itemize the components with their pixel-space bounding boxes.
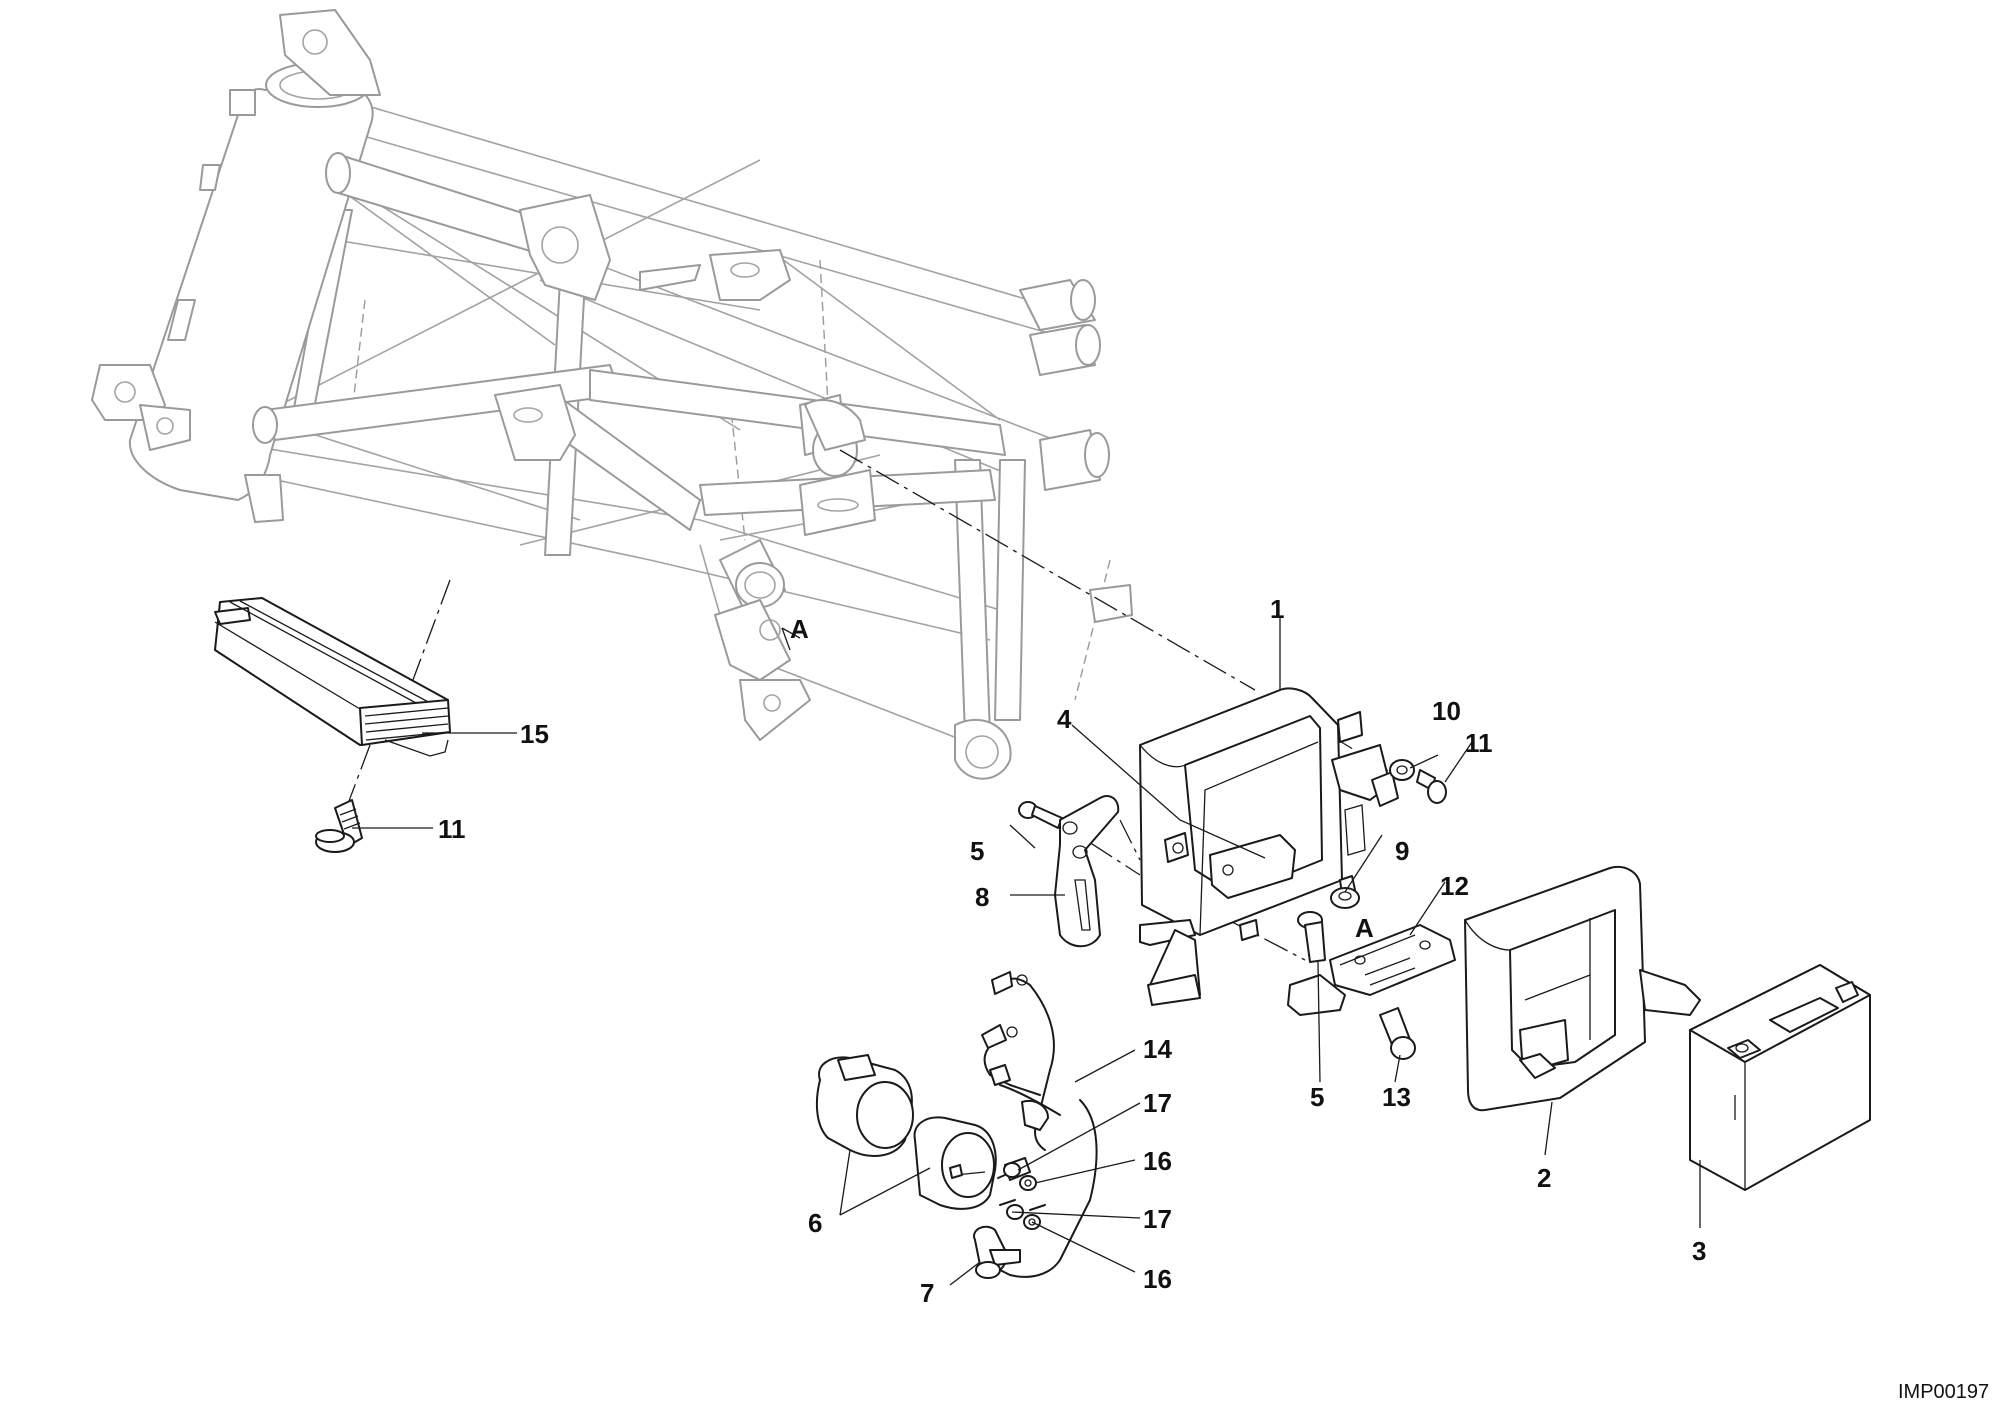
callout-17: 17 xyxy=(1143,1088,1172,1118)
motorcycle-frame xyxy=(91,9,1133,780)
voltage-regulator xyxy=(214,597,451,757)
callout-16: 16 xyxy=(1143,1146,1172,1176)
callout-9: 9 xyxy=(1395,836,1409,866)
tray-bracket xyxy=(1209,834,1296,899)
washer-right xyxy=(1389,759,1415,781)
terminal-boot xyxy=(973,1225,1021,1279)
callout-1: 1 xyxy=(1270,594,1284,624)
callout-2: 2 xyxy=(1537,1163,1551,1193)
wiring-harness xyxy=(981,971,1098,1278)
callout-11: 11 xyxy=(438,814,466,844)
callout-4: 4 xyxy=(1057,704,1072,734)
callout-12: 12 xyxy=(1440,871,1469,901)
callout-6: 6 xyxy=(808,1208,822,1238)
callout-14: 14 xyxy=(1143,1034,1172,1064)
bolt-right xyxy=(1416,769,1447,804)
callout-5: 5 xyxy=(1310,1082,1324,1112)
bolt-left xyxy=(315,799,363,853)
drawing-code: IMP00197 xyxy=(1898,1381,1989,1403)
terminal-nuts-washers xyxy=(1003,1162,1041,1230)
callout-3: 3 xyxy=(1692,1236,1706,1266)
starter-relay xyxy=(913,1116,997,1210)
callout-16: 16 xyxy=(1143,1264,1172,1294)
callout-7: 7 xyxy=(920,1278,934,1308)
callout-11: 11 xyxy=(1465,728,1493,758)
relay-bracket xyxy=(1287,924,1456,1016)
mounting-bracket xyxy=(1054,794,1120,948)
screw xyxy=(1379,1007,1416,1060)
bolt-upper xyxy=(1018,801,1063,829)
callout-8: 8 xyxy=(975,882,989,912)
callout-10: 10 xyxy=(1432,696,1461,726)
nut: A xyxy=(1330,887,1374,943)
callout-15: 15 xyxy=(520,719,549,749)
bolt-lower xyxy=(1297,911,1326,963)
callout-5: 5 xyxy=(970,836,984,866)
callout-17: 17 xyxy=(1143,1204,1172,1234)
section-marker-a: A xyxy=(790,614,809,644)
leader-lines xyxy=(352,618,1701,1286)
callout-labels: 1 2 3 4 5 5 6 7 8 9 10 11 11 12 13 14 15… xyxy=(438,594,1989,1403)
section-marker-a-right: A xyxy=(1355,913,1374,943)
battery xyxy=(1689,964,1871,1191)
relay-rubber-boot xyxy=(815,1054,914,1157)
battery-cover xyxy=(1464,866,1701,1112)
callout-13: 13 xyxy=(1382,1082,1411,1112)
